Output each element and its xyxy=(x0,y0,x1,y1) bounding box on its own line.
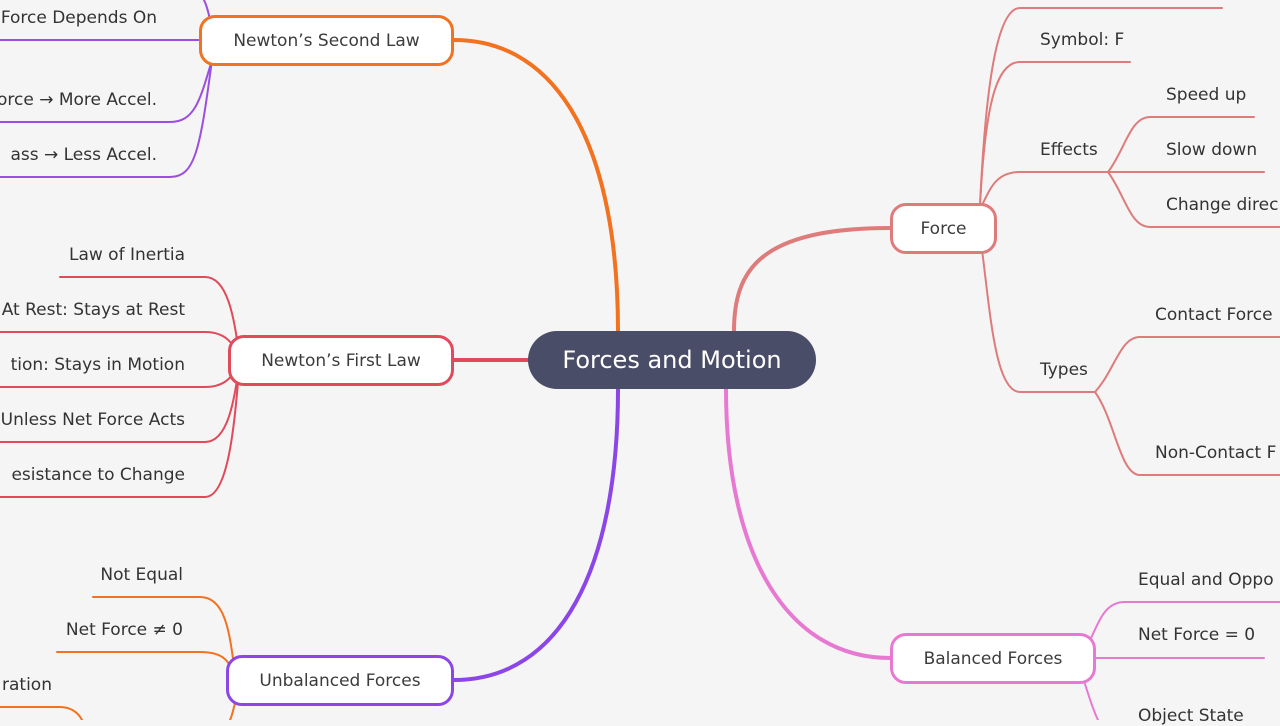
leaf-more-mass-less-accel[interactable]: ass → Less Accel. xyxy=(10,145,157,165)
leaf-non-contact-force[interactable]: Non-Contact F xyxy=(1155,443,1277,463)
connector-non-contact xyxy=(1094,391,1280,476)
leaf-unless-net-force-acts[interactable]: Unless Net Force Acts xyxy=(0,410,185,430)
connector-types xyxy=(981,249,1096,393)
leaf-change-direction[interactable]: Change direc xyxy=(1166,195,1279,215)
leaf-symbol-f[interactable]: Symbol: F xyxy=(1040,30,1125,50)
connector-more-force xyxy=(0,59,213,123)
connector-balanced xyxy=(724,387,892,660)
subtopic-effects[interactable]: Effects xyxy=(1040,140,1098,160)
node-force[interactable]: Force xyxy=(890,203,997,254)
central-topic[interactable]: Forces and Motion xyxy=(528,331,816,389)
node-balanced-forces[interactable]: Balanced Forces xyxy=(890,633,1096,684)
connector-contact xyxy=(1094,336,1280,393)
leaf-at-rest-stays-at-rest[interactable]: At Rest: Stays at Rest xyxy=(1,300,185,320)
connector-second-law xyxy=(452,38,620,333)
leaf-in-motion-stays-in-motion[interactable]: tion: Stays in Motion xyxy=(10,355,185,375)
leaf-equal-and-opposite[interactable]: Equal and Oppo xyxy=(1138,570,1274,590)
leaf-resistance-to-change[interactable]: esistance to Change xyxy=(11,465,185,485)
connector-equal-opposite xyxy=(1089,601,1280,641)
connector-change-direction xyxy=(1107,171,1280,228)
subtopic-types[interactable]: Types xyxy=(1040,360,1088,380)
connector-net-force xyxy=(56,651,237,681)
leaf-more-force-more-accel[interactable]: orce → More Accel. xyxy=(0,90,157,110)
leaf-object-state[interactable]: Object State xyxy=(1138,706,1244,726)
leaf-law-of-inertia[interactable]: Law of Inertia xyxy=(68,245,185,265)
connector-more-mass xyxy=(0,59,213,178)
connector-object-state xyxy=(1084,683,1099,720)
leaf-slow-down[interactable]: Slow down xyxy=(1166,140,1258,160)
leaf-force-depends-on[interactable]: Force Depends On xyxy=(0,8,157,28)
leaf-not-equal[interactable]: Not Equal xyxy=(100,565,183,585)
node-unbalanced-forces[interactable]: Unbalanced Forces xyxy=(226,655,454,706)
leaf-net-force-not-zero[interactable]: Net Force ≠ 0 xyxy=(65,620,183,640)
connector-symbol xyxy=(979,61,1131,206)
leaf-net-force-equals-zero[interactable]: Net Force = 0 xyxy=(1138,625,1256,645)
connector-unbalanced xyxy=(452,387,620,682)
connector-speed-up xyxy=(1107,116,1255,173)
connector-acceleration xyxy=(0,706,83,720)
leaf-contact-force[interactable]: Contact Force xyxy=(1155,305,1273,325)
node-newtons-second-law[interactable]: Newton’s Second Law xyxy=(199,15,454,66)
leaf-speed-up[interactable]: Speed up xyxy=(1166,85,1247,105)
leaf-acceleration[interactable]: ration xyxy=(2,675,52,695)
connector-effects xyxy=(981,171,1109,206)
connector-force xyxy=(732,226,892,333)
node-newtons-first-law[interactable]: Newton’s First Law xyxy=(228,335,454,386)
